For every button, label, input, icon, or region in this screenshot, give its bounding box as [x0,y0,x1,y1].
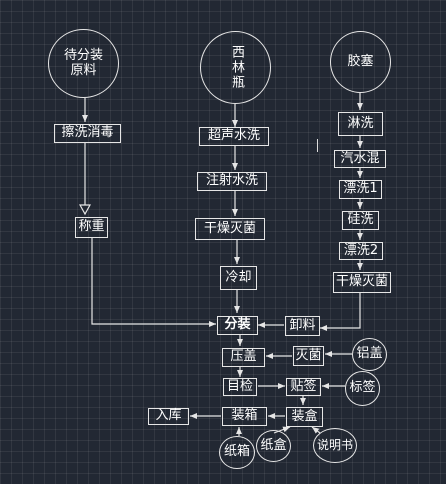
dry-sterilize-box-2: 干燥灭菌 [333,272,391,293]
visual-check-box: 目检 [223,378,257,396]
cool-box: 冷却 [220,266,257,290]
unload-box: 卸料 [285,316,320,336]
weigh-box: 称重 [75,217,108,238]
cap-box: 压盖 [222,348,265,367]
sterilize-box: 灭菌 [293,346,324,366]
fill-box: 分装 [217,316,258,335]
label-circle: 标签 [345,371,380,406]
raw-material-circle: 待分装 原料 [48,29,119,98]
bleach-1-box: 漂洗1 [339,180,382,199]
boxing-box: 装箱 [222,407,267,426]
arrow-dry2-to-unload [320,293,361,331]
manual-circle: 说明书 [313,428,357,463]
bleach-2-box: 漂洗2 [339,242,383,260]
ultrasonic-wash-box: 超声水洗 [199,127,269,146]
vial-circle: 西林瓶 [200,31,271,104]
jet-wash-box: 注射水洗 [197,172,267,191]
steam-wash-box: 汽水混 [334,150,386,168]
dry-sterilize-box-1: 干燥灭菌 [195,218,265,240]
arrow-weigh-to-fill [91,238,216,327]
paper-box-circle: 纸盒 [256,430,291,462]
aluminum-cap-circle: 铝盖 [352,338,387,371]
labeling-box: 贴签 [286,378,321,396]
scrub-disinfect-box: 擦洗消毒 [54,124,121,143]
silicone-wash-box: 硅洗 [342,211,379,230]
stopper-circle: 胶塞 [330,31,391,93]
warehouse-box: 入库 [148,408,189,425]
carton-box-circle: 纸箱 [219,436,255,469]
text-cursor [317,139,318,152]
rinse-box: 淋洗 [338,112,383,136]
cartoning-box: 装盒 [286,407,323,427]
